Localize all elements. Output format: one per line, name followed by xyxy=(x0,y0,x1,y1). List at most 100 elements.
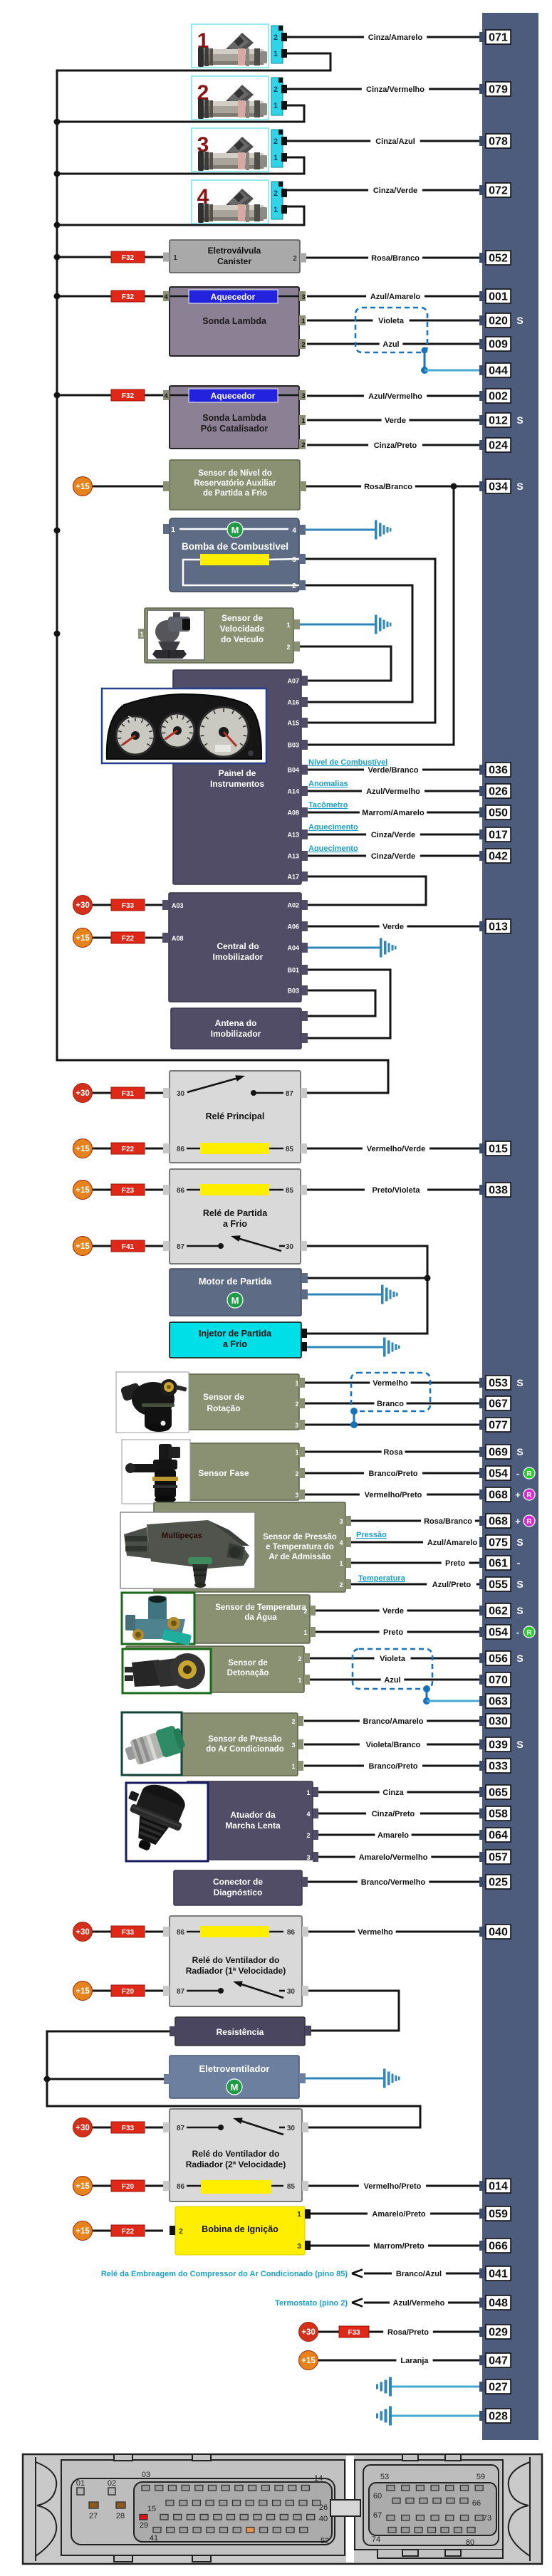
svg-text:075: 075 xyxy=(489,1537,508,1549)
svg-text:027: 027 xyxy=(489,2382,508,2394)
svg-text:3: 3 xyxy=(301,293,305,301)
svg-text:87: 87 xyxy=(177,1243,185,1251)
svg-text:Branco/Preto: Branco/Preto xyxy=(368,1762,417,1771)
svg-text:062: 062 xyxy=(489,1606,508,1618)
svg-text:Amarelo: Amarelo xyxy=(377,1831,409,1840)
svg-text:057: 057 xyxy=(489,1852,508,1864)
svg-text:F22: F22 xyxy=(122,2228,135,2236)
svg-text:60: 60 xyxy=(373,2492,382,2501)
svg-text:1: 1 xyxy=(291,1763,295,1770)
svg-text:A06: A06 xyxy=(287,923,299,931)
svg-text:85: 85 xyxy=(286,1187,294,1195)
svg-text:1: 1 xyxy=(297,2211,301,2219)
svg-text:Reservatório Auxiliar: Reservatório Auxiliar xyxy=(194,479,276,488)
svg-text:4: 4 xyxy=(292,527,296,535)
svg-text:29: 29 xyxy=(140,2521,148,2530)
svg-text:86: 86 xyxy=(177,1146,185,1153)
svg-text:Rosa: Rosa xyxy=(384,1448,404,1457)
svg-text:063: 063 xyxy=(489,1696,508,1708)
svg-text:Verde: Verde xyxy=(382,1607,404,1616)
svg-text:Injetor de Partida: Injetor de Partida xyxy=(199,1329,272,1339)
svg-text:030: 030 xyxy=(489,1716,508,1728)
svg-text:Canister: Canister xyxy=(217,256,251,266)
svg-text:Instrumentos: Instrumentos xyxy=(210,779,264,789)
svg-text:F31: F31 xyxy=(122,1090,135,1098)
svg-text:Multipeças: Multipeças xyxy=(162,1532,202,1540)
svg-text:F33: F33 xyxy=(122,1929,135,1937)
svg-text:+15: +15 xyxy=(75,2227,90,2236)
svg-text:077: 077 xyxy=(489,1420,508,1432)
svg-text:B04: B04 xyxy=(287,767,299,774)
svg-text:Azul/Vermelho: Azul/Vermelho xyxy=(366,787,420,796)
svg-text:30: 30 xyxy=(287,1988,296,1996)
svg-text:67: 67 xyxy=(373,2511,382,2520)
svg-text:40: 40 xyxy=(319,2515,328,2523)
svg-text:+15: +15 xyxy=(301,2357,316,2365)
svg-text:070: 070 xyxy=(489,1675,508,1687)
svg-text:Bobina de Ignição: Bobina de Ignição xyxy=(202,2224,278,2234)
svg-text:02: 02 xyxy=(108,2479,116,2488)
svg-text:M: M xyxy=(231,2082,239,2093)
svg-text:053: 053 xyxy=(489,1378,508,1390)
svg-text:072: 072 xyxy=(489,185,508,197)
svg-text:F32: F32 xyxy=(122,293,135,301)
svg-text:S: S xyxy=(516,1446,523,1457)
svg-text:Termostato (pino 2): Termostato (pino 2) xyxy=(275,2299,348,2308)
svg-text:Azul/Amarelo: Azul/Amarelo xyxy=(370,293,421,301)
svg-text:Motor de Partida: Motor de Partida xyxy=(199,1276,272,1287)
svg-text:S: S xyxy=(516,1536,523,1548)
svg-text:S: S xyxy=(516,1739,523,1750)
svg-text:017: 017 xyxy=(489,829,508,842)
svg-text:3: 3 xyxy=(291,1742,295,1749)
svg-text:Branco: Branco xyxy=(377,1400,404,1408)
svg-text:Marcha Lenta: Marcha Lenta xyxy=(225,1821,281,1831)
svg-text:Sensor de Pressão: Sensor de Pressão xyxy=(263,1533,337,1541)
svg-text:14: 14 xyxy=(314,2474,323,2483)
svg-text:A07: A07 xyxy=(287,678,299,685)
svg-text:Branco/Preto: Branco/Preto xyxy=(368,1470,417,1478)
svg-text:039: 039 xyxy=(489,1739,508,1752)
svg-text:015: 015 xyxy=(489,1143,508,1156)
svg-text:F22: F22 xyxy=(122,1146,135,1153)
svg-text:59: 59 xyxy=(477,2473,485,2481)
svg-text:Sensor de Temperatura: Sensor de Temperatura xyxy=(215,1603,306,1612)
svg-text:Pressão: Pressão xyxy=(356,1531,387,1539)
svg-text:F33: F33 xyxy=(348,2329,360,2337)
svg-text:2: 2 xyxy=(274,189,278,198)
svg-text:Bomba de Combustível: Bomba de Combustível xyxy=(182,541,288,552)
svg-text:26: 26 xyxy=(319,2503,328,2512)
svg-text:1: 1 xyxy=(274,102,278,110)
svg-text:Violeta/Branco: Violeta/Branco xyxy=(366,1741,421,1749)
svg-text:-: - xyxy=(516,1468,519,1479)
svg-text:Violeta: Violeta xyxy=(378,317,405,325)
svg-text:Radiador (1ª Velocidade): Radiador (1ª Velocidade) xyxy=(186,1966,286,1976)
svg-text:065: 065 xyxy=(489,1787,508,1799)
svg-text:3: 3 xyxy=(292,556,296,564)
svg-text:A13: A13 xyxy=(287,853,299,860)
svg-text:4: 4 xyxy=(164,293,168,301)
svg-text:86: 86 xyxy=(177,1929,185,1937)
svg-text:86: 86 xyxy=(287,1929,296,1937)
svg-text:F20: F20 xyxy=(122,2183,135,2191)
svg-text:Painel de: Painel de xyxy=(219,768,256,778)
svg-text:Cinza/Verde: Cinza/Verde xyxy=(373,187,417,195)
svg-text:Relé de Partida: Relé de Partida xyxy=(203,1208,268,1218)
svg-text:+15: +15 xyxy=(75,2182,90,2191)
svg-text:73: 73 xyxy=(483,2514,491,2523)
svg-text:067: 067 xyxy=(489,1398,508,1410)
svg-text:2: 2 xyxy=(292,582,296,590)
svg-text:A04: A04 xyxy=(287,945,299,952)
svg-text:025: 025 xyxy=(489,1877,508,1889)
svg-text:1: 1 xyxy=(274,154,278,162)
svg-text:-: - xyxy=(517,1557,521,1569)
svg-text:do Veículo: do Veículo xyxy=(221,634,264,644)
svg-text:A08: A08 xyxy=(172,935,184,942)
svg-text:+15: +15 xyxy=(75,934,90,943)
svg-text:A16: A16 xyxy=(287,699,299,706)
svg-text:a Frio: a Frio xyxy=(223,1339,247,1349)
svg-text:B01: B01 xyxy=(287,967,299,974)
svg-text:Relé da Embreagem do Compresso: Relé da Embreagem do Compressor do Ar Co… xyxy=(101,2270,348,2278)
svg-text:Eletroválvula: Eletroválvula xyxy=(208,246,261,256)
svg-text:3: 3 xyxy=(339,1518,343,1525)
svg-text:050: 050 xyxy=(489,807,508,820)
